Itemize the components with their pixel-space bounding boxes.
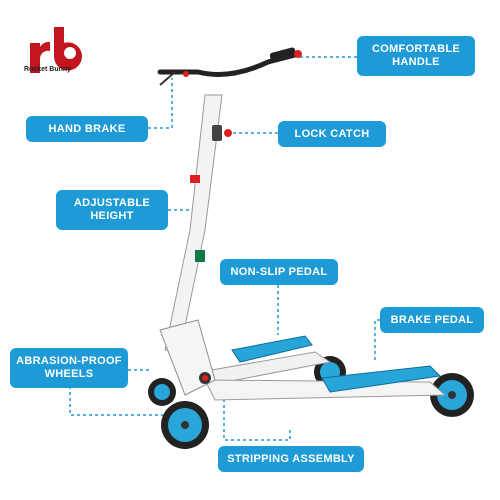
- front-wheel-left: [148, 378, 176, 406]
- rear-wheel-right: [430, 373, 474, 417]
- hand-brake-label: HAND BRAKE: [26, 116, 148, 142]
- front-wheel-right: [161, 401, 209, 449]
- comfortable-handle-label: COMFORTABLE HANDLE: [357, 36, 475, 76]
- abrasion-proof-wheels-label: ABRASION-PROOF WHEELS: [10, 348, 128, 388]
- brand-name: Rocket Bunny: [24, 66, 72, 73]
- stripping-assembly-label: STRIPPING ASSEMBLY: [218, 446, 364, 472]
- brake-pedal-label: BRAKE PEDAL: [380, 307, 484, 333]
- rocket-bunny-logo: [30, 27, 82, 73]
- non-slip-pedal-label: NON-SLIP PEDAL: [220, 259, 338, 285]
- brake-pedal-shape: [321, 365, 442, 393]
- adjustable-height-label: ADJUSTABLE HEIGHT: [56, 190, 168, 230]
- lock-catch-label: LOCK CATCH: [278, 121, 386, 147]
- non-slip-pedal-shape: [231, 335, 313, 363]
- lock-catch-marker: [224, 129, 232, 137]
